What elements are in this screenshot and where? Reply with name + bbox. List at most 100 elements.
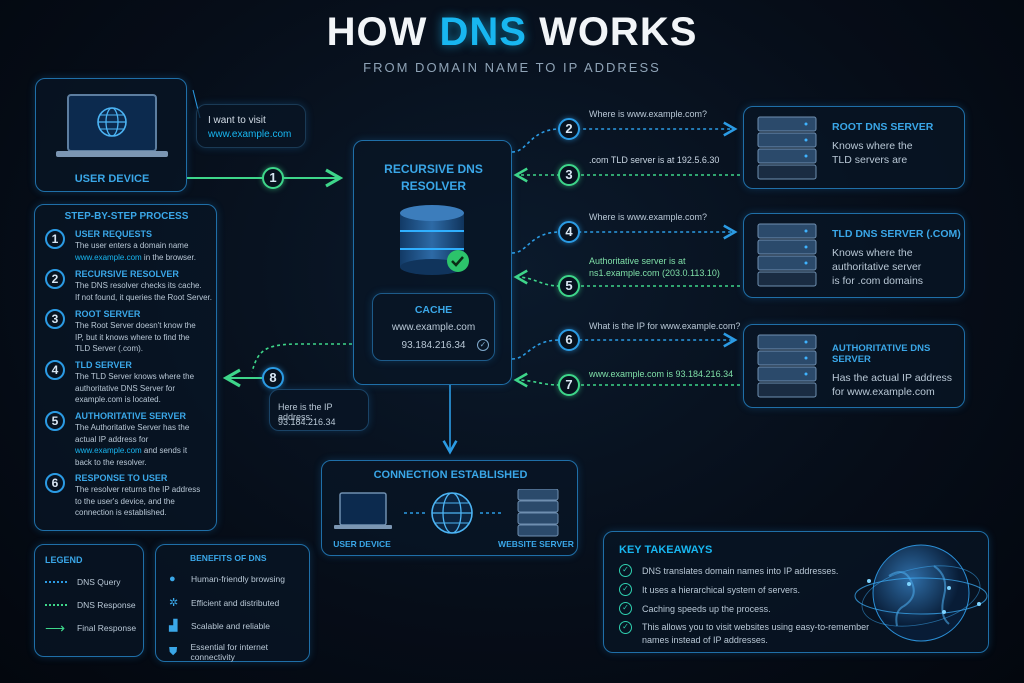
cache-domain: www.example.com (391, 322, 476, 333)
legend-item-response: DNS Response (45, 600, 136, 610)
resolver-title-line1: RECURSIVE DNS (384, 162, 483, 176)
laptop-icon (56, 94, 168, 157)
takeaways-title: KEY TAKEAWAYS (619, 544, 713, 556)
root-server-desc-2: TLD servers are (832, 154, 908, 166)
chart-icon: ▟ (169, 620, 178, 632)
step-4: 4 TLD SERVER The TLD Server knows where … (45, 360, 225, 406)
root-dns-server-card: ROOT DNS SERVER Knows where the TLD serv… (743, 106, 965, 189)
msg-6: What is the IP for www.example.com? (589, 321, 741, 331)
server-icon (517, 489, 559, 537)
benefits-title: BENEFITS OF DNS (190, 553, 267, 563)
step-desc-line: The DNS resolver checks its cache. (75, 281, 202, 290)
title-works: WORKS (539, 10, 698, 54)
step-desc-link: www.example.com (75, 446, 142, 455)
authoritative-dns-server-card: AUTHORITATIVE DNS SERVER Has the actual … (743, 324, 965, 408)
bubble-domain: www.example.com (208, 129, 292, 140)
auth-server-desc-2: for www.example.com (832, 386, 935, 398)
legend-label: DNS Query (77, 577, 121, 587)
step-1: 1 USER REQUESTS The user enters a domain… (45, 229, 225, 263)
step-number: 5 (45, 411, 65, 431)
flow-step-5: 5 (558, 275, 580, 297)
flow-step-7: 7 (558, 374, 580, 396)
step-5: 5 AUTHORITATIVE SERVER The Authoritative… (45, 411, 225, 468)
benefit-label: Essential for internet connectivity (190, 642, 268, 662)
step-desc-line: The Authoritative Server has the (75, 423, 190, 432)
benefit-item: ▟Scalable and reliable (169, 619, 270, 632)
legend-panel: LEGEND DNS Query DNS Response ⟶Final Res… (34, 544, 144, 657)
step-title: TLD SERVER (75, 360, 132, 370)
step-number: 6 (45, 473, 65, 493)
takeaway-text: names instead of IP addresses. (642, 635, 768, 645)
msg-5-line2: ns1.example.com (203.0.113.10) (589, 268, 720, 278)
step-desc-link: www.example.com (75, 252, 142, 262)
step-desc-line: TLD Server (.com). (75, 344, 144, 353)
laptop-icon (334, 492, 392, 529)
arrow-4 (511, 224, 738, 254)
step-3: 3 ROOT SERVER The Root Server doesn't kn… (45, 309, 225, 355)
legend-item-final: ⟶Final Response (45, 621, 137, 635)
connection-established-card: CONNECTION ESTABLISHED USER DEVICE WEBSI… (321, 460, 578, 556)
msg-5-line1: Authoritative server is at (589, 256, 686, 266)
step-desc-line: authoritative DNS Server for (75, 383, 176, 393)
response-line-swatch (45, 604, 67, 606)
msg-7: www.example.com is 93.184.216.34 (589, 369, 734, 379)
benefit-item: ●Human-friendly browsing (169, 573, 285, 585)
step-6: 6 RESPONSE TO USER The resolver returns … (45, 473, 225, 519)
steps-title: STEP-BY-STEP PROCESS (64, 211, 189, 222)
step-desc-line: The resolver returns the IP address (75, 485, 201, 494)
msg-8-line1: Here is the IP address: (278, 402, 333, 422)
arrow-2 (511, 121, 738, 153)
check-circle-icon: ✓ (619, 583, 632, 596)
connection-graphic (334, 489, 559, 537)
title-how: HOW (326, 10, 428, 54)
tld-dns-server-card: TLD DNS SERVER (.COM) Knows where the au… (743, 213, 965, 298)
title-dns: DNS (439, 10, 527, 54)
network-icon: ✲ (169, 597, 179, 609)
msg-8-card: Here is the IP address: 93.184.216.34 (269, 389, 369, 431)
connection-right-label: WEBSITE SERVER (498, 539, 574, 549)
auth-server-desc-1: Has the actual IP address (832, 372, 953, 384)
arrow-6 (511, 332, 738, 360)
connection-left-label: USER DEVICE (333, 539, 391, 549)
arrow-8-dotted (251, 343, 352, 373)
tld-server-desc-2: authoritative server (832, 261, 922, 273)
check-circle-icon: ✓ (619, 621, 632, 634)
msg-8-line2: 93.184.216.34 (278, 417, 336, 427)
key-takeaways-panel: KEY TAKEAWAYS ✓DNS translates domain nam… (603, 531, 989, 653)
user-device-card: USER DEVICE (35, 78, 187, 192)
step-title: USER REQUESTS (75, 229, 153, 239)
step-desc-line: and sends it (141, 446, 188, 455)
bubble-text: I want to visit (208, 115, 266, 126)
resolver-title: RECURSIVE DNS RESOLVER (354, 161, 513, 195)
resolver-title-line2: RESOLVER (400, 179, 467, 193)
step-desc: The DNS resolver checks its cache.If not… (75, 280, 225, 303)
step-title: RESPONSE TO USER (75, 473, 168, 483)
legend-label: Final Response (77, 623, 137, 633)
step-2: 2 RECURSIVE RESOLVER The DNS resolver ch… (45, 269, 225, 303)
takeaway-text: Caching speeds up the process. (642, 603, 771, 614)
step-desc-line: IP, but it knows where to find the (75, 332, 190, 342)
globe-icon (854, 544, 988, 642)
server-icon (757, 116, 817, 180)
flow-step-6: 6 (558, 329, 580, 351)
step-number: 2 (45, 269, 65, 289)
cache-card: CACHE www.example.com 93.184.216.34 ✓ (372, 293, 495, 361)
root-server-desc-1: Knows where the (832, 140, 913, 152)
step-number: 3 (45, 309, 65, 329)
database-icon (400, 205, 469, 275)
server-icon (757, 334, 817, 398)
takeaway-item: ✓Caching speeds up the process. (619, 602, 771, 615)
legend-title: LEGEND (45, 555, 83, 565)
step-desc-line: example.com is located. (75, 395, 161, 404)
arrow-5 (513, 269, 740, 287)
connection-title: CONNECTION ESTABLISHED (373, 469, 528, 481)
step-desc-line: The user enters a domain name (75, 241, 189, 250)
step-number: 1 (45, 229, 65, 249)
msg-4: Where is www.example.com? (589, 212, 708, 222)
benefit-item: ⛊Essential for internet connectivity (169, 642, 309, 662)
flow-step-4: 4 (558, 221, 580, 243)
benefits-panel: BENEFITS OF DNS ●Human-friendly browsing… (155, 544, 310, 662)
